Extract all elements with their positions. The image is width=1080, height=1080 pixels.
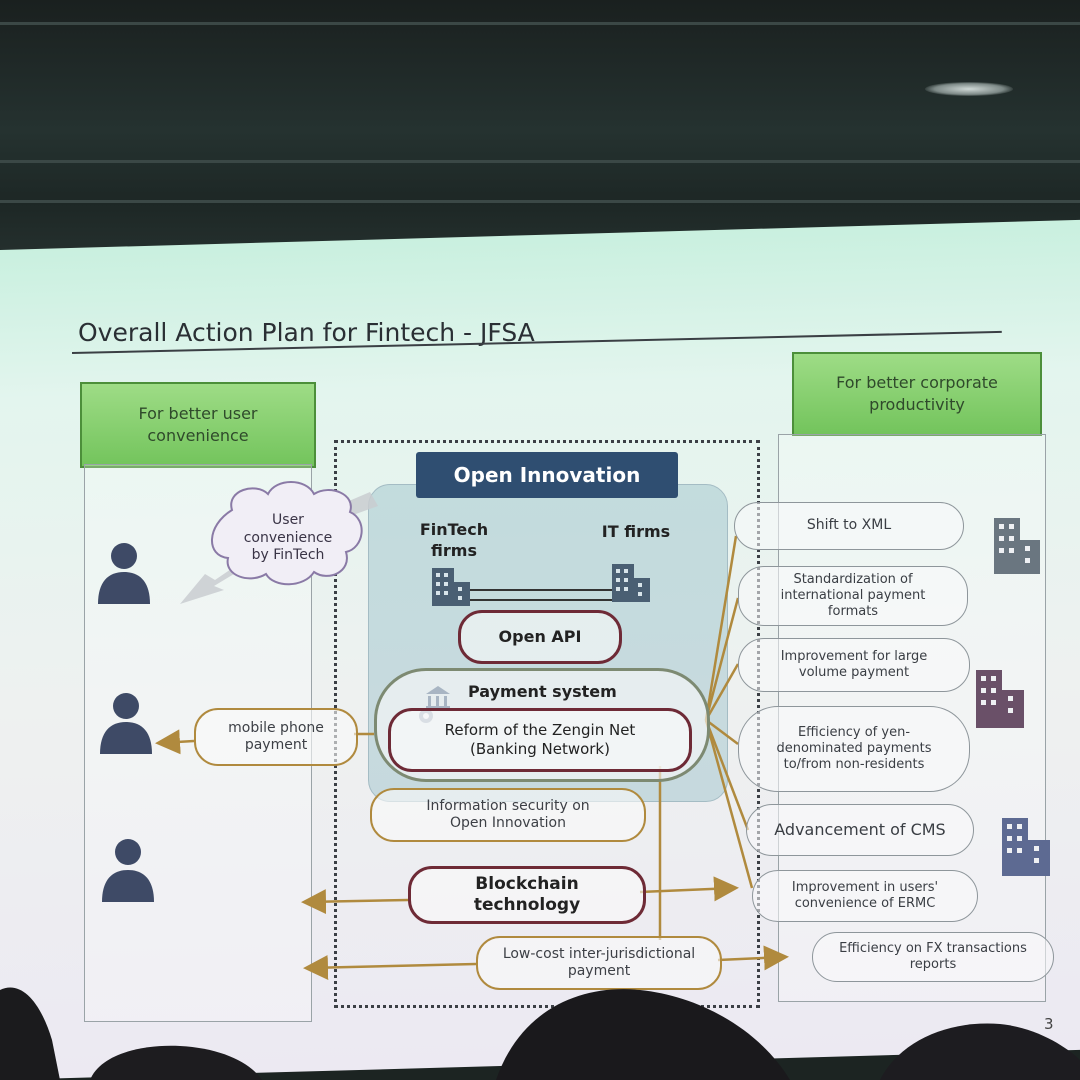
zengin-pill: Reform of the Zengin Net (Banking Networ… <box>388 708 692 772</box>
blockchain-pill: Blockchain technology <box>408 866 646 924</box>
it-firms-label: IT firms <box>601 522 671 541</box>
right-item-label: Shift to XML <box>806 517 892 534</box>
building-icon <box>976 670 1024 728</box>
cloud-label: User convenience by FinTech <box>243 512 333 563</box>
ceiling-beam <box>0 22 1080 25</box>
building-icon <box>994 518 1040 574</box>
open-api-pill: Open API <box>458 610 622 664</box>
blockchain-left-arrow <box>301 889 409 915</box>
zengin-label: Reform of the Zengin Net (Banking Networ… <box>444 721 636 758</box>
building-icon <box>612 564 650 602</box>
building-icon <box>432 568 470 606</box>
right-item-label: Efficiency of yen-denominated payments t… <box>776 724 932 773</box>
left-header-box: For better user convenience <box>80 382 316 468</box>
lowcost-right-arrow <box>717 945 789 971</box>
open-api-label: Open API <box>498 627 582 646</box>
right-item: Advancement of CMS <box>746 804 974 856</box>
right-item-label: Improvement in users' convenience of ERM… <box>791 879 939 911</box>
person-icon <box>98 543 150 604</box>
info-security-label: Information security on Open Innovation <box>426 797 590 832</box>
right-item-label: Standardization of international payment… <box>780 571 926 620</box>
slide-title: Overall Action Plan for Fintech - JFSA <box>78 318 535 347</box>
right-item-label: Improvement for large volume payment <box>780 648 928 680</box>
open-innovation-header: Open Innovation <box>416 452 678 498</box>
right-item-label: Advancement of CMS <box>774 820 946 839</box>
right-item: Improvement for large volume payment <box>738 638 970 692</box>
mobile-payment-pill: mobile phone payment <box>194 708 358 766</box>
right-item: Standardization of international payment… <box>738 566 968 626</box>
right-header-box: For better corporate productivity <box>792 352 1042 436</box>
ceiling-beam <box>0 200 1080 203</box>
mobile-payment-label: mobile phone payment <box>228 719 324 754</box>
right-item: Efficiency of yen-denominated payments t… <box>738 706 970 792</box>
right-item-label: Efficiency on FX transactions reports <box>839 940 1027 972</box>
person-icon <box>100 693 152 754</box>
blockchain-right-arrow <box>639 876 739 902</box>
left-header-text: For better user convenience <box>138 404 258 445</box>
building-icon <box>1002 818 1050 876</box>
blockchain-label: Blockchain technology <box>473 873 581 915</box>
payment-system-label: Payment system <box>468 682 617 701</box>
right-header-text: For better corporate productivity <box>836 373 998 414</box>
mobile-arrow <box>155 729 195 755</box>
ceiling-light-icon <box>925 82 1013 96</box>
low-cost-pill: Low-cost inter-jurisdictional payment <box>476 936 722 990</box>
lowcost-left-arrow <box>303 955 477 981</box>
page-number: 3 <box>1044 1015 1054 1033</box>
person-icon <box>102 839 154 902</box>
cloud-icon <box>211 481 363 586</box>
fan-lines <box>704 535 754 889</box>
low-cost-label: Low-cost inter-jurisdictional payment <box>502 945 696 980</box>
right-item: Improvement in users' convenience of ERM… <box>752 870 978 922</box>
fintech-firms-label: FinTech firms <box>419 520 489 560</box>
right-item: Efficiency on FX transactions reports <box>812 932 1054 982</box>
right-item: Shift to XML <box>734 502 964 550</box>
ceiling-beam <box>0 160 1080 163</box>
info-security-pill: Information security on Open Innovation <box>370 788 646 842</box>
